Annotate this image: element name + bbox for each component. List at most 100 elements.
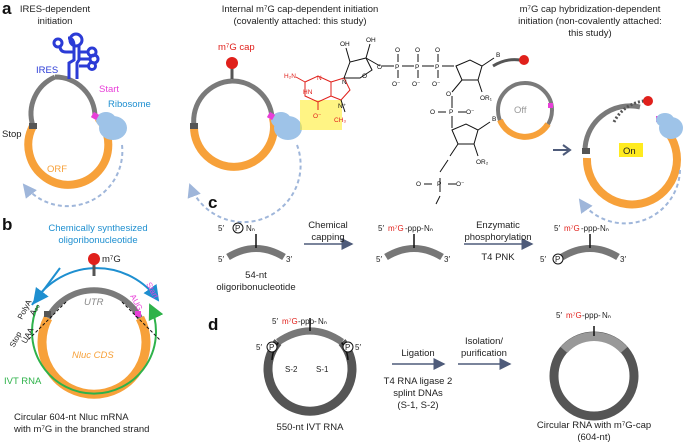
chem-p2: P — [415, 64, 419, 71]
chem-o-link1: O — [377, 64, 382, 71]
b-stop-mark — [44, 311, 51, 317]
chem-nplus: N⁺ — [338, 103, 347, 110]
c-step2-line2: phosphorylation — [464, 232, 531, 243]
hybrid-on-highlight — [619, 143, 643, 157]
hybrid-transition-arrow — [553, 144, 572, 156]
b-start-label: Start — [144, 281, 160, 301]
c-five-2: 5′ — [376, 255, 382, 264]
hybrid-free-oligo — [492, 58, 521, 68]
ires-title-line1: IRES-dependent — [20, 4, 91, 15]
hybrid-on-gray — [582, 103, 641, 153]
d-five-right: 5′ — [355, 343, 361, 352]
m7g-highlight — [300, 100, 342, 130]
c-five-top-3: 5′ — [554, 224, 560, 233]
chem-p1: P — [395, 64, 399, 71]
b-cap-dot — [88, 253, 100, 265]
panel-a-letter: a — [2, 0, 12, 18]
c-nn-1: Nₙ — [246, 224, 255, 233]
c-oligo-caption-2: oligoribonucleotide — [216, 282, 295, 293]
ires-gray-arc — [28, 74, 57, 127]
b-ivt-label: IVT RNA — [4, 376, 42, 387]
ires-translation-arrow — [22, 144, 124, 208]
d-ivt-caption: 550-nt IVT RNA — [277, 422, 345, 433]
ires-orf-arc — [24, 115, 113, 189]
panel-b-letter: b — [2, 215, 12, 234]
hybrid-free-cap — [519, 55, 529, 65]
d-step2-line2: purification — [461, 348, 507, 359]
panel-d: 5′ m⁷G -ppp- Nₙ 5′ P P 5′ S-2 S-1 550-nt… — [256, 311, 651, 443]
d-five-top: 5′ — [272, 317, 278, 326]
b-aug-mark — [135, 311, 141, 317]
chem-ominus-3: O⁻ — [432, 81, 441, 88]
hybrid-title-line1: m⁷G cap hybridization-dependent — [520, 4, 661, 15]
d-product-m7g: m⁷G — [566, 311, 582, 320]
d-s1: S-1 — [316, 365, 329, 374]
capped-ribosome-large — [274, 116, 302, 140]
chem-ominus-5: O⁻ — [456, 181, 465, 188]
c-oligo-1 — [226, 245, 286, 261]
hybrid-ribosome-large — [659, 117, 683, 139]
ires-structure — [52, 32, 100, 79]
b-oligo-arc-start — [32, 267, 61, 305]
chem-oh-1: OH — [340, 41, 350, 48]
c-p-3: P — [555, 255, 560, 264]
c-step2-line1: Enzymatic — [476, 220, 520, 231]
d-product-oligo — [560, 332, 628, 354]
hybrid-off-orange — [497, 118, 551, 140]
d-ivt-circle — [263, 339, 357, 416]
ires-label: IRES — [36, 65, 58, 76]
chem-ominus-1: O⁻ — [392, 81, 401, 88]
d-product-ppp: -ppp- — [582, 311, 601, 320]
b-caption-1: Circular 604-nt Nluc mRNA — [14, 412, 129, 423]
panel-d-letter: d — [208, 315, 218, 334]
panel-a-hybrid: m⁷G cap hybridization-dependent initiati… — [492, 4, 683, 225]
d-five-left: 5′ — [256, 343, 262, 352]
c-three-3: 3′ — [620, 255, 626, 264]
ires-ribosome-label: Ribosome — [108, 99, 151, 110]
b-ivt-arc — [31, 303, 164, 395]
d-nn: Nₙ — [318, 317, 327, 326]
capped-cap-label: m⁷G cap — [218, 42, 255, 53]
cap-chemical-labels: OH OH O H₂N HN N N N⁺ O⁻ CH₃ O P P P O O… — [284, 37, 500, 188]
c-p-1: P — [235, 224, 240, 233]
c-step1-line2: capping — [311, 232, 344, 243]
chem-o-p5: O — [416, 181, 421, 188]
chem-b-2: B — [492, 116, 496, 123]
b-utr-arc — [45, 287, 143, 320]
chem-p3: P — [435, 64, 439, 71]
ires-stop-label: Stop — [2, 129, 22, 140]
c-oligo-3 — [560, 245, 620, 261]
d-oligo — [276, 327, 344, 345]
hybrid-on-label: On — [623, 146, 636, 157]
chem-ominus-4: O⁻ — [466, 109, 475, 116]
chem-oh-2: OH — [366, 37, 376, 44]
ires-start-label: Start — [99, 84, 119, 95]
hybrid-off-start — [548, 103, 553, 108]
capped-stop-mark — [190, 123, 198, 129]
d-product-caption-1: Circular RNA with m⁷G-cap — [537, 420, 651, 431]
chem-o-top3: O — [435, 47, 440, 54]
d-product-nn: Nₙ — [602, 311, 611, 320]
c-oligo-2 — [384, 245, 444, 261]
chem-h2n: H₂N — [284, 73, 296, 80]
chem-o-top2: O — [415, 47, 420, 54]
c-three-1: 3′ — [286, 255, 292, 264]
chem-o-ring1: O — [362, 73, 367, 80]
capped-gray-arc-right — [231, 78, 275, 118]
ires-start-mark — [90, 111, 100, 121]
c-five-top-1: 5′ — [218, 224, 224, 233]
chem-n2: N — [342, 79, 347, 86]
capped-cap-dot — [226, 57, 238, 69]
ires-orf-label: ORF — [47, 164, 67, 175]
b-oligo-title-2: oligoribonucleotide — [58, 235, 137, 246]
c-ppp-2: -ppp- — [405, 224, 424, 233]
ires-title-line2: initiation — [38, 16, 73, 27]
d-m7g: m⁷G — [282, 317, 298, 326]
d-p-left: P — [269, 343, 274, 352]
ires-ribosome-large — [99, 116, 127, 140]
chem-n1: N — [317, 75, 322, 82]
b-cap-label: m⁷G — [102, 254, 121, 265]
chem-o-top1: O — [395, 47, 400, 54]
chem-p4: P — [449, 109, 453, 116]
